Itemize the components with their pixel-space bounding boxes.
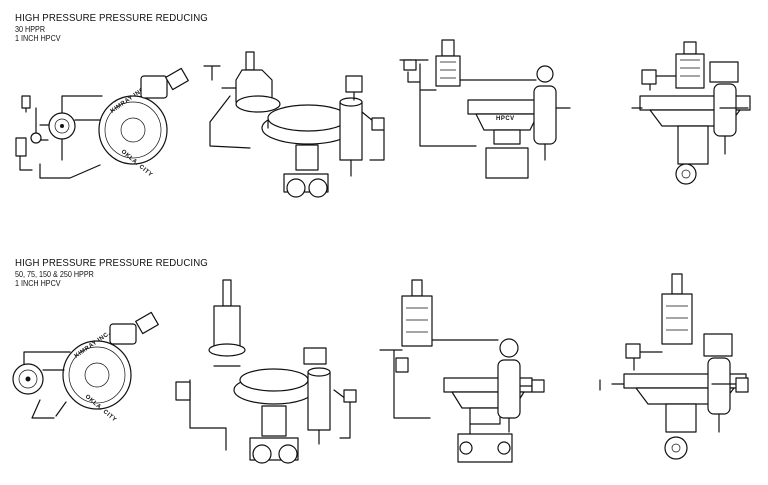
front-view-drawing: KIMRAY INC. OKLA. CITY [12, 311, 159, 424]
section-30-hppr: HIGH PRESSURE PRESSURE REDUCING 30 HPPR … [0, 0, 768, 240]
section-title: HIGH PRESSURE PRESSURE REDUCING [15, 12, 208, 24]
section-model: 30 HPPR [15, 24, 46, 34]
section-model: 50, 75, 150 & 250 HPPR [15, 269, 94, 279]
hpcv-stamp: HPCV [496, 116, 515, 122]
section-50-250-hppr: HIGH PRESSURE PRESSURE REDUCING 50, 75, … [0, 240, 768, 485]
rear-view-drawing [631, 41, 751, 185]
section-valve-size: 1 INCH HPCV [15, 34, 61, 44]
section-valve-size: 1 INCH HPCV [15, 279, 61, 289]
isometric-view-drawing [203, 51, 385, 198]
side-view-drawing [379, 279, 545, 463]
section-caption: HIGH PRESSURE PRESSURE REDUCING 50, 75, … [15, 257, 225, 289]
front-view-drawing: KIMRAY INC. OKLA. CITY [15, 67, 189, 179]
section-title: HIGH PRESSURE PRESSURE REDUCING [15, 257, 208, 269]
regulator-drawings-top: KIMRAY INC. OKLA. CITY [15, 39, 751, 198]
section-caption: HIGH PRESSURE PRESSURE REDUCING 30 HPPR … [15, 12, 225, 44]
rear-view-drawing [599, 273, 749, 460]
regulator-drawings-bottom: KIMRAY INC. OKLA. CITY [12, 273, 749, 464]
isometric-view-drawing [175, 279, 357, 464]
side-view-drawing: HPCV [399, 39, 571, 179]
